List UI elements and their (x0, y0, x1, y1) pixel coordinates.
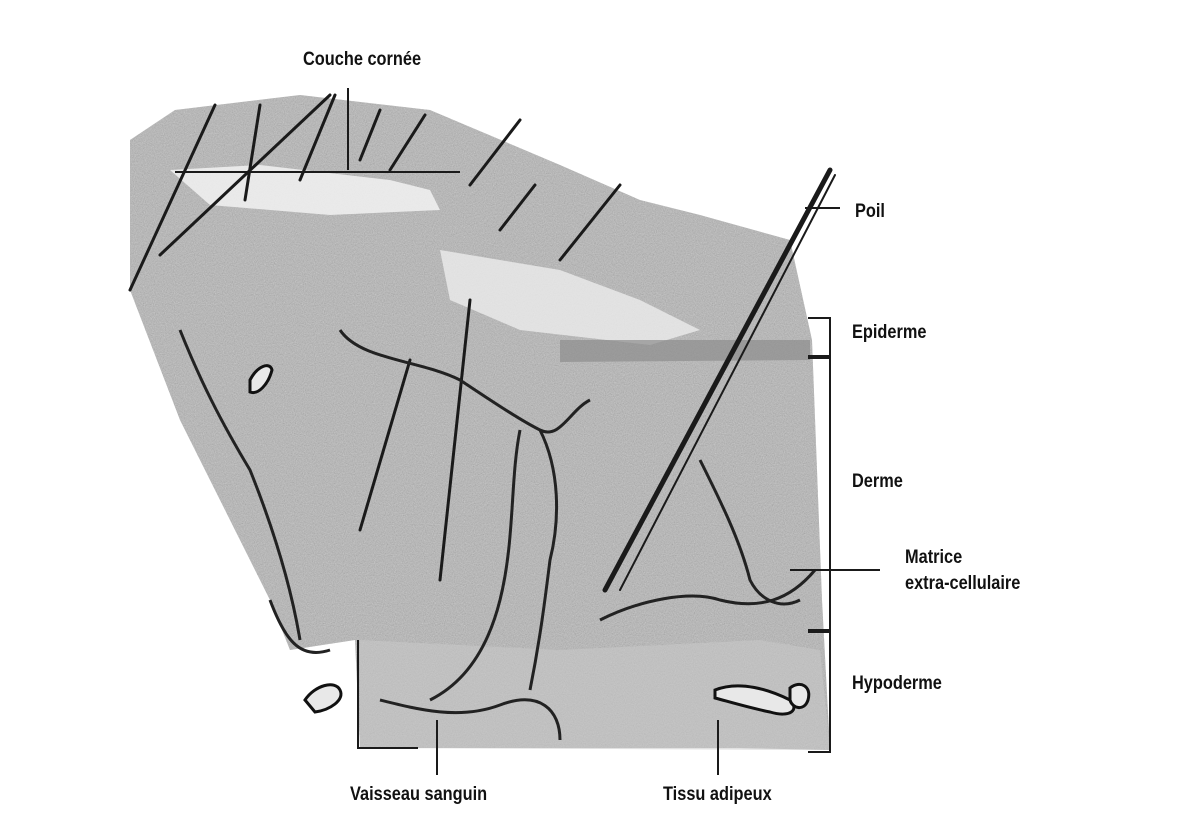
label-couche-cornee: Couche cornée (303, 50, 421, 71)
label-derme: Derme (852, 472, 903, 493)
label-tissu-adipeux: Tissu adipeux (663, 785, 772, 806)
label-poil: Poil (855, 202, 885, 223)
label-matrice-line1: Matrice (905, 548, 962, 569)
label-vaisseau-sanguin: Vaisseau sanguin (350, 785, 487, 806)
label-epiderme: Epiderme (852, 323, 926, 344)
label-hypoderme: Hypoderme (852, 674, 942, 695)
label-matrice-line2: extra-cellulaire (905, 574, 1020, 595)
